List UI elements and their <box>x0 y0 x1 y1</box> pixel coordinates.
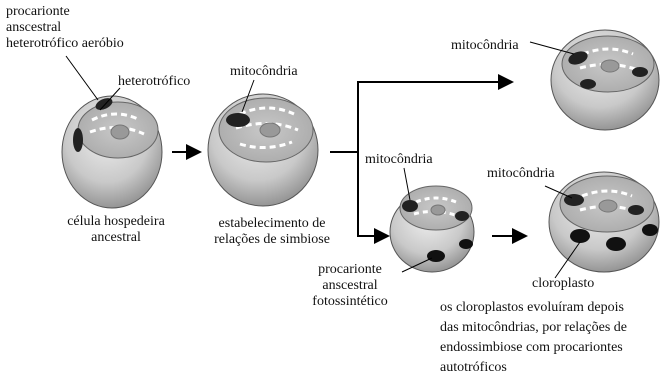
label-mitochondria-right: mitocôndria <box>487 166 555 182</box>
label-mitochondria-top: mitocôndria <box>451 38 519 54</box>
label-line: célula hospedeira <box>46 214 186 230</box>
autotrophic-cell <box>549 172 659 272</box>
label-line: anscestral <box>6 20 124 36</box>
arrow-to-heterotrophic <box>330 82 510 152</box>
chloroplast-icon <box>570 229 590 243</box>
label-line: procarionte <box>294 262 406 278</box>
label-line: estabelecimento de <box>208 216 336 232</box>
label-aerobic-prokaryote: procarionte anscestral heterotrófico aer… <box>6 4 124 52</box>
host-cell <box>62 96 162 208</box>
label-chloroplast: cloroplasto <box>532 276 594 292</box>
label-line: das mitocôndrias, por relações de <box>440 318 627 338</box>
label-heterotrophic: heterotrófico <box>118 74 190 90</box>
label-line: fotossintético <box>294 294 406 310</box>
label-line: relações de simbiose <box>208 232 336 248</box>
mitochondrion-icon <box>402 200 418 212</box>
photosynthetic-prokaryote <box>459 239 473 249</box>
label-line: heterotrófico aeróbio <box>6 36 124 52</box>
mitochondrion-icon <box>580 79 596 89</box>
mitochondrion-icon <box>455 211 469 221</box>
label-line: anscestral <box>294 278 406 294</box>
label-line: endossimbiose com procariontes <box>440 338 627 358</box>
chloroplast-icon <box>606 237 626 251</box>
label-mitochondria-1: mitocôndria <box>230 64 298 80</box>
label-symbiosis: estabelecimento de relações de simbiose <box>208 216 336 248</box>
symbiosis-cell <box>208 94 318 206</box>
caption-note: os cloroplastos evoluíram depois das mit… <box>440 298 627 378</box>
leader-aerobic <box>66 56 98 100</box>
photosynthetic-uptake-cell <box>390 186 474 272</box>
label-line: ancestral <box>46 230 186 246</box>
mitochondrion-icon <box>628 205 644 215</box>
mitochondrion-icon <box>632 67 648 77</box>
heterotrophic-cell <box>551 30 659 130</box>
chloroplast-icon <box>642 224 658 236</box>
photosynthetic-prokaryote <box>427 250 445 262</box>
prokaryote-inside <box>73 128 83 152</box>
label-mitochondria-mid: mitocôndria <box>365 152 433 168</box>
mitochondrion-icon <box>226 113 250 127</box>
label-host-cell: célula hospedeira ancestral <box>46 214 186 246</box>
label-line: autotróficos <box>440 358 627 378</box>
label-line: procarionte <box>6 4 124 20</box>
label-photosynthetic-prokaryote: procarionte anscestral fotossintético <box>294 262 406 310</box>
label-line: os cloroplastos evoluíram depois <box>440 298 627 318</box>
